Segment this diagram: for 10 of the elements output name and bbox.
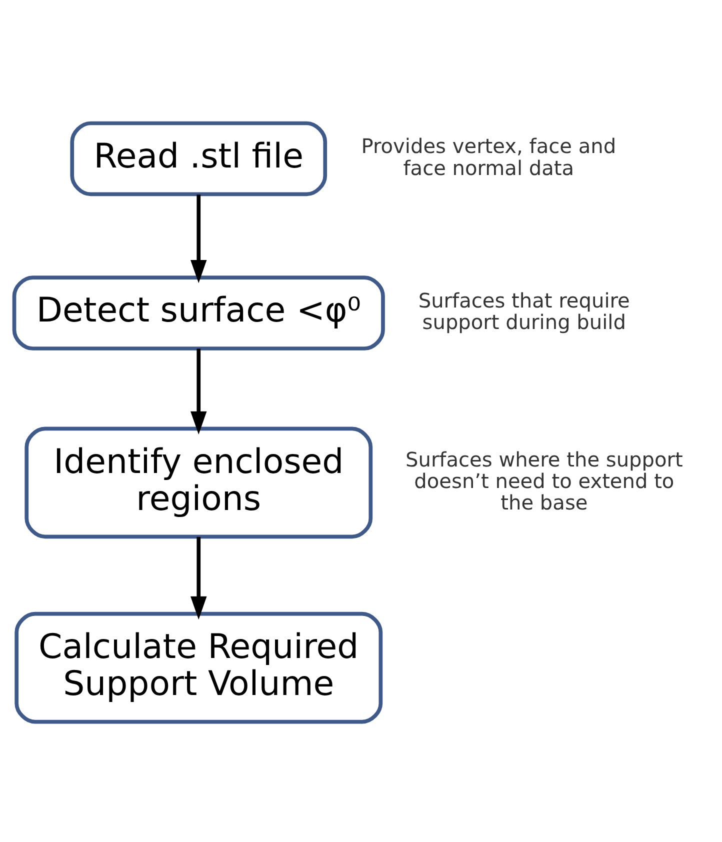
node-label: Surfaces that require support during build bbox=[418, 288, 630, 334]
node-label: Provides vertex, face and face normal data bbox=[361, 134, 616, 180]
node-box: Read .stl file bbox=[70, 121, 328, 196]
arrow bbox=[190, 194, 207, 284]
node-box: Detect surface <φ⁰ bbox=[12, 276, 385, 350]
node-box: Calculate Required Support Volume bbox=[14, 612, 383, 724]
arrow bbox=[190, 536, 207, 620]
node-label: Surfaces where the support doesn’t need to extend to the base bbox=[406, 447, 683, 515]
arrow bbox=[190, 348, 207, 435]
node-box: Identify enclosed regions bbox=[24, 426, 373, 539]
